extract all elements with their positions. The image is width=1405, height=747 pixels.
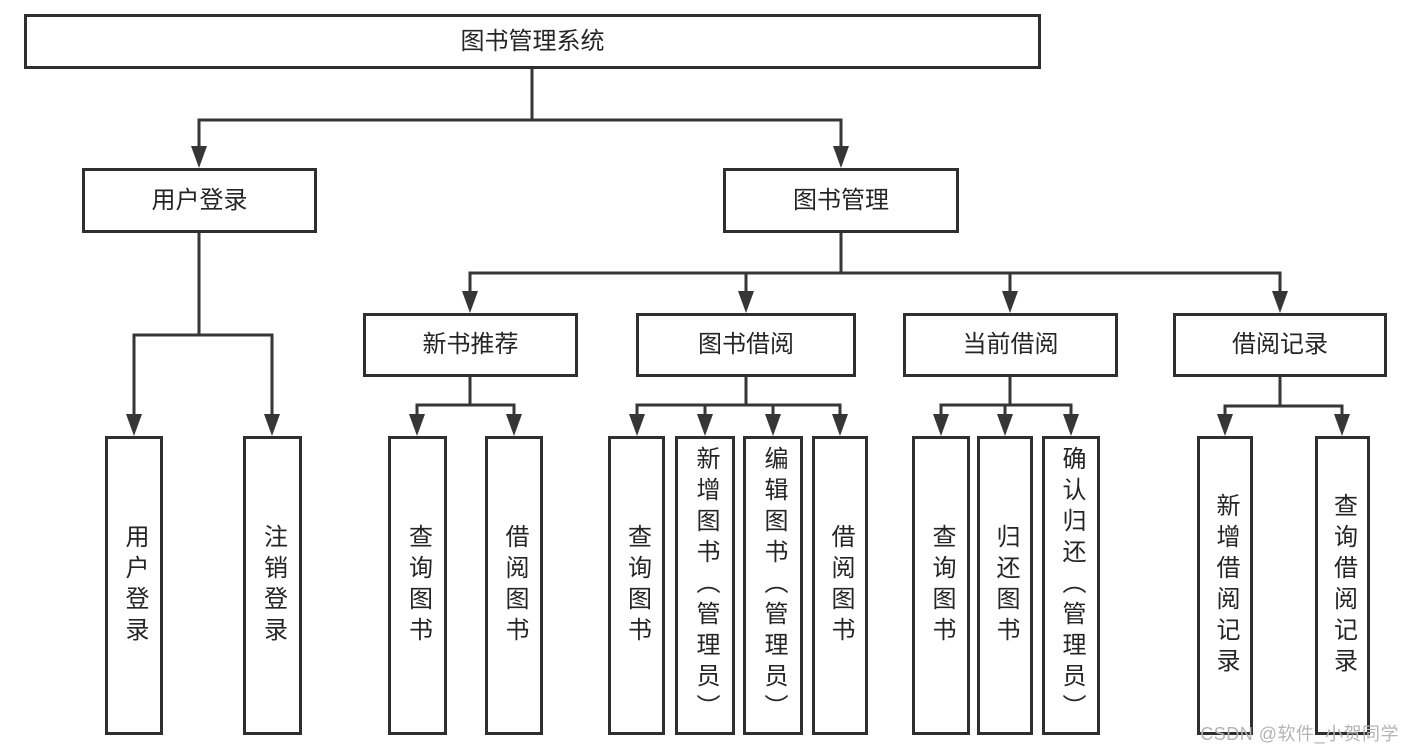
leaf-borrow-book: 借阅图书 <box>812 436 868 735</box>
leaf-add-book-admin: 新增图书（管理员） <box>675 436 735 735</box>
leaf-borrow-book-recommend: 借阅图书 <box>485 436 543 735</box>
node-new-book-recommend: 新书推荐 <box>363 313 578 377</box>
node-label: 用户登录 <box>151 186 248 214</box>
node-label: 查询图书 <box>928 523 955 648</box>
leaf-return-book: 归还图书 <box>977 436 1033 735</box>
node-label: 确认归还（管理员） <box>1058 446 1085 725</box>
node-label: 新增图书（管理员） <box>692 446 719 725</box>
leaf-query-book-recommend: 查询图书 <box>388 436 447 735</box>
tree-edges <box>132 67 1344 420</box>
leaf-user-login: 用户登录 <box>105 436 163 735</box>
node-book-management: 图书管理 <box>723 168 959 233</box>
leaf-query-book-current: 查询图书 <box>912 436 970 735</box>
node-label: 图书借阅 <box>698 331 794 358</box>
node-label: 查询图书 <box>404 523 432 648</box>
leaf-query-borrow-record: 查询借阅记录 <box>1315 436 1370 735</box>
node-label: 图书管理系统 <box>460 27 605 55</box>
node-current-borrow: 当前借阅 <box>903 313 1118 377</box>
node-label: 当前借阅 <box>962 331 1059 358</box>
node-root-system: 图书管理系统 <box>24 14 1041 69</box>
arrowheads <box>126 146 1350 436</box>
node-label: 查询图书 <box>623 523 651 648</box>
node-label: 归还图书 <box>992 523 1019 648</box>
node-book-borrow: 图书借阅 <box>636 313 856 377</box>
leaf-query-book-borrow: 查询图书 <box>608 436 665 735</box>
node-borrow-records: 借阅记录 <box>1173 313 1387 377</box>
node-label: 注销登录 <box>259 523 287 648</box>
node-label: 图书管理 <box>793 186 889 214</box>
node-label: 借阅图书 <box>501 523 528 648</box>
leaf-add-borrow-record: 新增借阅记录 <box>1197 436 1253 735</box>
node-label: 编辑图书（管理员） <box>760 446 787 725</box>
node-label: 新增借阅记录 <box>1212 492 1239 679</box>
csdn-watermark: CSDN @软件_小贺同学 <box>1200 724 1399 744</box>
node-label: 新书推荐 <box>422 331 519 358</box>
leaf-edit-book-admin: 编辑图书（管理员） <box>743 436 803 735</box>
leaf-confirm-return-admin: 确认归还（管理员） <box>1042 436 1100 735</box>
leaf-logout: 注销登录 <box>243 436 302 735</box>
node-label: 用户登录 <box>121 523 148 648</box>
node-label: 借阅记录 <box>1232 331 1328 358</box>
node-label: 借阅图书 <box>827 523 854 648</box>
node-label: 查询借阅记录 <box>1329 492 1357 679</box>
node-user-login: 用户登录 <box>82 168 317 233</box>
